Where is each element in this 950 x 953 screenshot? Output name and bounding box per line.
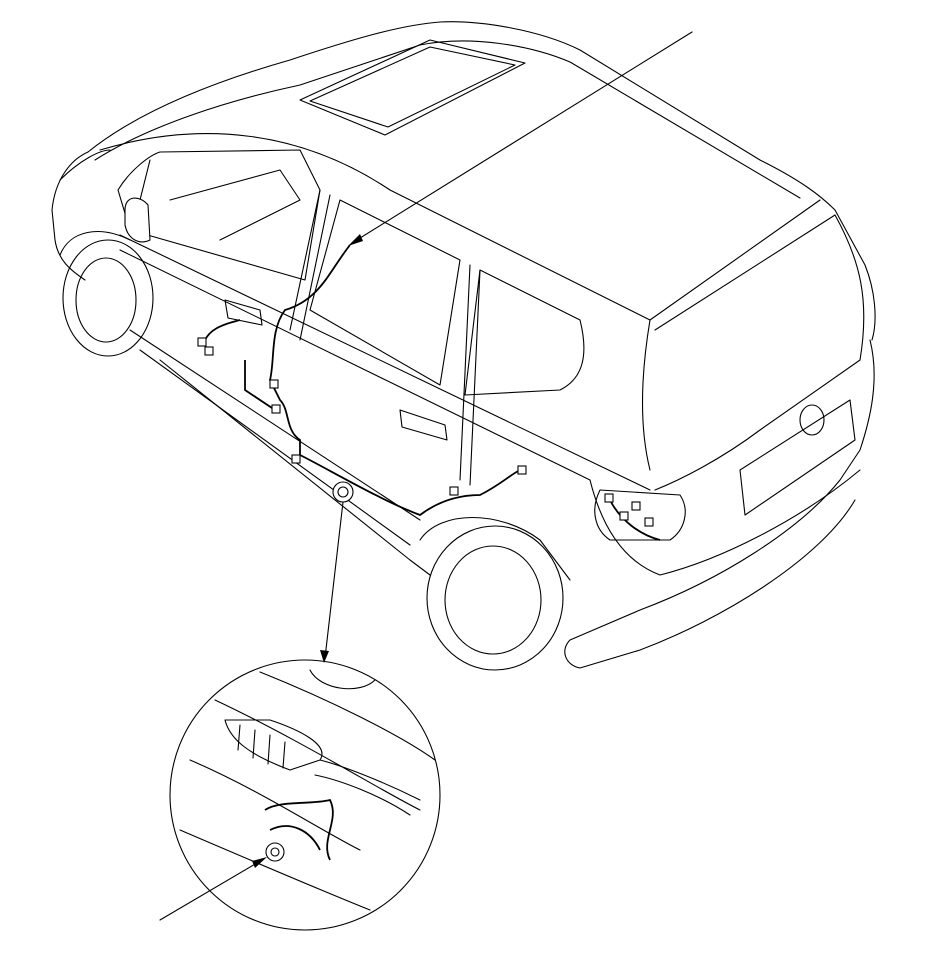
detail-inset	[169, 659, 441, 931]
callout-arrows	[159, 31, 693, 921]
wheels	[59, 231, 571, 671]
wiring-harness	[197, 244, 661, 541]
car-body	[51, 21, 876, 669]
